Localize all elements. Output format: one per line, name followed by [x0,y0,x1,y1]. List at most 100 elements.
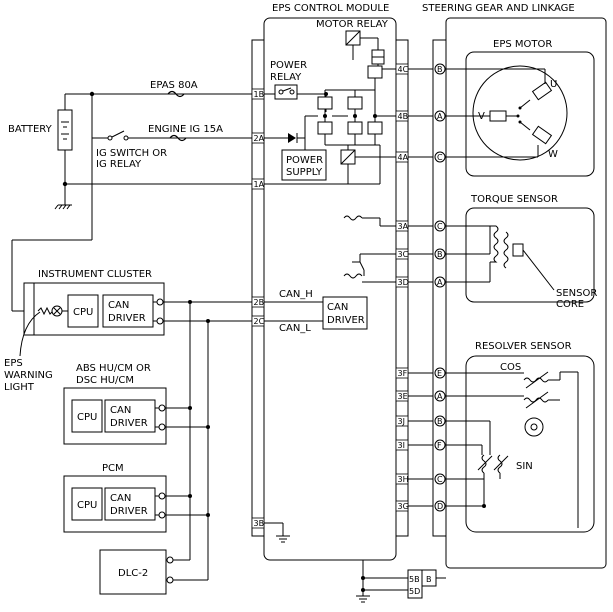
svg-text:C: C [437,475,443,484]
eps-module-header: EPS CONTROL MODULE [272,3,389,14]
epas-fuse-label: EPAS 80A [150,80,198,91]
pin-2B: 2B [251,296,265,308]
battery-symbol [57,109,73,151]
svg-text:F: F [437,441,442,450]
svg-text:1B: 1B [254,90,265,99]
sin-label: SIN [516,461,533,472]
steering-gear-header: STEERING GEAR AND LINKAGE [422,3,575,14]
abs-label-1: ABS HU/CM OR [76,363,151,374]
motor-relay-box [345,30,361,46]
pin-3D: 3D [395,276,409,288]
svg-text:3D: 3D [398,278,409,287]
current-sensor-box [340,149,356,165]
svg-text:3J: 3J [398,417,405,426]
power-relay-label-1: POWER [270,60,307,71]
pin-2A: 2A [251,132,265,144]
pcm-driver-label: DRIVER [110,506,148,517]
pcm-cpu-label: CPU [77,500,97,511]
pin-3E: 3E [395,390,409,402]
engine-ig-fuse-symbol [169,134,187,142]
abs-label-2: DSC HU/CM [76,375,134,386]
instrument-cluster-label: INSTRUMENT CLUSTER [38,269,152,280]
pin-3G: 3G [395,500,409,512]
svg-text:A: A [437,278,443,287]
gear-connector-pins: B A C C B A E A B F C D [434,63,446,512]
torque-sensor-internal [343,215,396,283]
eps-motor-block [465,51,595,177]
svg-text:A: A [437,392,443,401]
power-relay-label-2: RELAY [270,72,302,83]
cluster-cpu-label: CPU [73,307,93,318]
power-relay-symbol [274,84,298,100]
ground-symbol-bottom [356,595,370,603]
pin-3H: 3H [395,473,409,485]
torque-sensor-label: TORQUE SENSOR [470,194,558,205]
svg-text:3B: 3B [254,519,265,528]
pin-3C: 3C [395,248,409,260]
svg-text:B: B [437,250,443,259]
instrument-cluster-block [23,282,165,336]
pin-1B: 1B [251,88,265,100]
pin-4B: 4B [395,110,409,122]
epas-fuse-symbol [167,90,185,98]
abs-driver-label: DRIVER [110,418,148,429]
engine-ig-fuse-label: ENGINE IG 15A [148,124,223,135]
svg-text:3C: 3C [398,250,409,259]
abs-cpu-label: CPU [77,412,97,423]
motor-relay-contact [371,49,385,65]
svg-text:3F: 3F [398,369,408,378]
pcm-can-label: CAN [110,493,131,504]
svg-text:4A: 4A [398,153,409,162]
svg-text:B: B [437,65,443,74]
motor-u-label: U [550,79,557,90]
eps-can-label: CAN [327,302,348,313]
eps-driver-label: DRIVER [327,315,365,326]
svg-text:1A: 1A [254,180,265,189]
fet-bridge [317,65,383,184]
pin-gear-B: B [426,575,432,584]
abs-dsc-block [63,387,167,445]
pcm-label: PCM [102,463,124,474]
pin-3B: 3B [251,517,265,529]
dlc-2-block [99,549,167,595]
svg-text:3E: 3E [398,392,408,401]
pin-4C: 4C [395,63,409,75]
power-supply-label-2: SUPPLY [286,167,323,178]
pin-4A: 4A [395,151,409,163]
ig-switch-label-1: IG SWITCH OR [96,148,167,159]
ig-switch-label-2: IG RELAY [96,159,142,170]
eps-warning-label-1: EPS [4,358,23,369]
pin-3I: 3I [395,439,409,451]
eps-warning-light-icon [37,305,68,317]
abs-can-label: CAN [110,405,131,416]
pin-2C: 2C [251,315,265,327]
cluster-driver-label: DRIVER [108,313,146,324]
ground-connector [407,569,437,599]
eps-motor-label: EPS MOTOR [493,39,552,50]
power-supply-label-1: POWER [286,155,323,166]
svg-text:2C: 2C [254,317,265,326]
svg-text:3I: 3I [398,441,405,450]
svg-text:2B: 2B [254,298,265,307]
pin-3J: 3J [395,415,409,427]
power-supply-box [281,149,327,181]
resolver-sensor-label: RESOLVER SENSOR [475,341,572,352]
svg-text:4C: 4C [398,65,409,74]
cluster-can-label: CAN [108,300,129,311]
svg-text:3H: 3H [398,475,409,484]
dlc-label: DLC-2 [118,568,148,579]
svg-text:C: C [437,222,443,231]
pcm-block [63,475,167,533]
pin-3A: 3A [395,220,409,232]
sensor-core-label-2: CORE [556,299,584,310]
resolver-sensor-block [465,355,595,533]
svg-text:4B: 4B [398,112,409,121]
motor-w-label: W [548,149,558,160]
can-l-label: CAN_L [279,323,311,334]
svg-text:B: B [437,417,443,426]
eps-warning-label-2: WARNING [4,370,53,381]
ground-symbol-module [276,535,290,543]
eps-warning-label-3: LIGHT [4,382,35,393]
pin-3F: 3F [395,367,409,379]
